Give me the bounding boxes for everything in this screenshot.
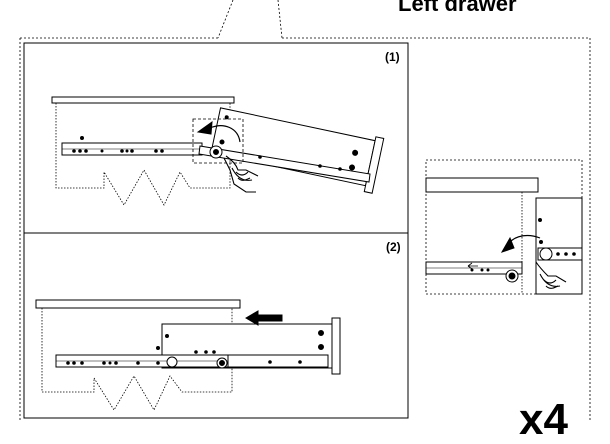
callout-lines [217,0,283,39]
outer-dotted-frame [19,37,591,422]
step-1-label: (1) [385,50,400,64]
step-2-label: (2) [386,240,401,254]
quantity-label: x4 [519,395,568,444]
step-1-illustration [51,96,385,206]
assembly-instruction-diagram: Left drawer (1) (2) x4 [19,0,591,442]
slide-rail-2 [55,350,329,369]
hand-icon [223,155,259,193]
diagram-title: Left drawer [398,0,517,16]
detail-box [192,118,244,164]
hand-icon [535,261,567,289]
roller-2 [166,356,178,368]
push-arrow-icon [245,310,283,326]
step-2-illustration [35,299,341,411]
diagram-canvas [19,0,591,422]
cabinet-top [51,96,235,104]
drawer-slide-rail [198,145,371,183]
cabinet-body [55,103,231,206]
detail-panel [425,159,583,295]
cabinet-top-2 [35,299,241,309]
curved-arrow-icon [209,125,241,143]
